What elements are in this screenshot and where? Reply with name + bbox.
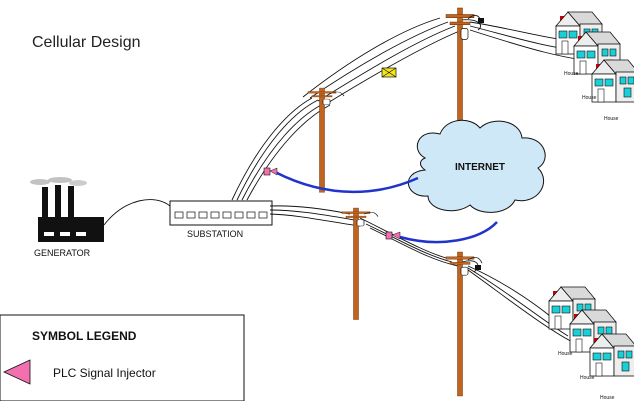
substation-label: SUBSTATION bbox=[187, 229, 243, 239]
internet-link-lower bbox=[399, 221, 498, 244]
internet-cloud-icon bbox=[407, 119, 546, 213]
house-label: House bbox=[600, 395, 615, 401]
internet-link-upper bbox=[274, 170, 419, 194]
house-label: House bbox=[580, 375, 595, 381]
generator-label: GENERATOR bbox=[34, 248, 91, 258]
house-icon bbox=[589, 333, 634, 377]
house-label: House bbox=[564, 71, 579, 77]
house-label: House bbox=[582, 95, 597, 101]
house-label: House bbox=[558, 351, 573, 357]
legend-injector-symbol bbox=[3, 359, 31, 385]
plc-injector-icon bbox=[263, 167, 278, 176]
connector-icon bbox=[478, 18, 484, 23]
connector-icon bbox=[475, 265, 481, 270]
generator-feed-line bbox=[103, 199, 171, 226]
generator-icon bbox=[30, 177, 104, 242]
utility-pole bbox=[307, 87, 345, 193]
internet-label: INTERNET bbox=[455, 162, 505, 173]
substation-icon bbox=[169, 200, 273, 226]
house-icon bbox=[591, 59, 634, 103]
plc-injector-icon bbox=[385, 231, 401, 240]
legend-item-label: PLC Signal Injector bbox=[53, 366, 156, 380]
diagram-title: Cellular Design bbox=[32, 34, 141, 51]
legend-title: SYMBOL LEGEND bbox=[32, 329, 137, 343]
house-label: House bbox=[604, 116, 619, 122]
symbol-legend: SYMBOL LEGEND PLC Signal Injector bbox=[0, 314, 245, 401]
